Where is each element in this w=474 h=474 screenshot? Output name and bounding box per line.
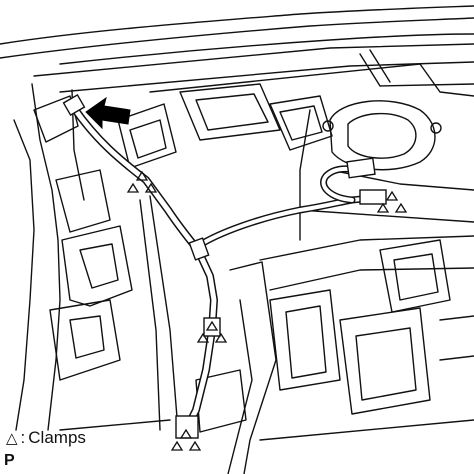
- center-bar-2: [195, 93, 269, 131]
- right-dome: [329, 100, 436, 171]
- lower-block: [195, 369, 247, 433]
- wire-harness: [70, 104, 376, 434]
- legend-label: Clamps: [28, 428, 86, 447]
- lower-center-frame: [229, 261, 277, 474]
- harness-branch-inner: [196, 196, 374, 248]
- legend: △:Clamps: [6, 428, 86, 448]
- lower-center-frame-2: [227, 299, 253, 474]
- triangle-clamp-icon: [196, 320, 228, 343]
- connectors: [62, 93, 387, 439]
- center-bar: [179, 83, 281, 141]
- left-bracket: [33, 95, 79, 143]
- connector-right-end: [359, 189, 387, 205]
- lower-floor: [59, 419, 474, 441]
- lower-right-panel-2: [285, 305, 327, 379]
- connector-lower-mid: [203, 317, 221, 337]
- dash-top-edge: [0, 5, 474, 45]
- legend-separator: :: [20, 428, 26, 447]
- upper-panel: [33, 43, 474, 77]
- right-bracket: [269, 95, 333, 151]
- right-bracket-2: [279, 105, 323, 141]
- left-member-2: [13, 119, 35, 431]
- right-bolt: [322, 120, 334, 132]
- clamp-markers: [126, 170, 408, 451]
- left-lower-2: [69, 315, 105, 359]
- connector-bottom: [175, 415, 199, 439]
- upper-panel-inner: [59, 61, 474, 93]
- left-mid-box-2: [79, 243, 119, 289]
- right-bolt-2: [430, 122, 442, 134]
- right-lower-frame-2: [269, 267, 474, 291]
- left-lower: [49, 299, 121, 381]
- center-strut-2: [139, 199, 161, 431]
- center-strut: [149, 195, 179, 431]
- right-box-2: [393, 253, 439, 301]
- right-lower-frame: [259, 235, 474, 261]
- center-duct-2: [129, 119, 167, 159]
- lower-right-panel-3: [339, 307, 431, 415]
- left-bracket-2: [55, 169, 111, 233]
- upper-panel-ridge: [149, 63, 474, 97]
- arrow-icon: [85, 96, 131, 130]
- left-member: [31, 83, 61, 431]
- right-support: [299, 109, 311, 241]
- left-mid-box: [61, 225, 133, 307]
- triangle-clamp-icon: [170, 428, 202, 451]
- triangle-clamp-icon: [126, 170, 158, 193]
- connector-middle: [188, 237, 210, 261]
- panel-recess: [359, 53, 474, 87]
- center-duct: [117, 103, 177, 169]
- vehicle-structure: [0, 5, 474, 474]
- lower-right-panel-4: [355, 327, 417, 401]
- harness-main-inner: [71, 105, 217, 433]
- harness-loop-inner: [321, 166, 358, 202]
- panel-recess-2: [369, 49, 391, 83]
- triangle-clamp-icon: [376, 190, 408, 213]
- dash-top-edge-3: [59, 33, 474, 65]
- right-dome-inner: [347, 112, 417, 159]
- connector-top-right: [346, 157, 376, 179]
- lower-right-edge: [439, 315, 474, 361]
- right-box: [379, 239, 451, 313]
- connector-top-left: [62, 93, 86, 117]
- page-letter: P: [4, 452, 15, 469]
- harness-branch-outer: [194, 194, 376, 250]
- right-support-3: [299, 209, 474, 223]
- dash-top-edge-2: [0, 17, 474, 59]
- triangle-clamp-icon: △: [6, 429, 18, 447]
